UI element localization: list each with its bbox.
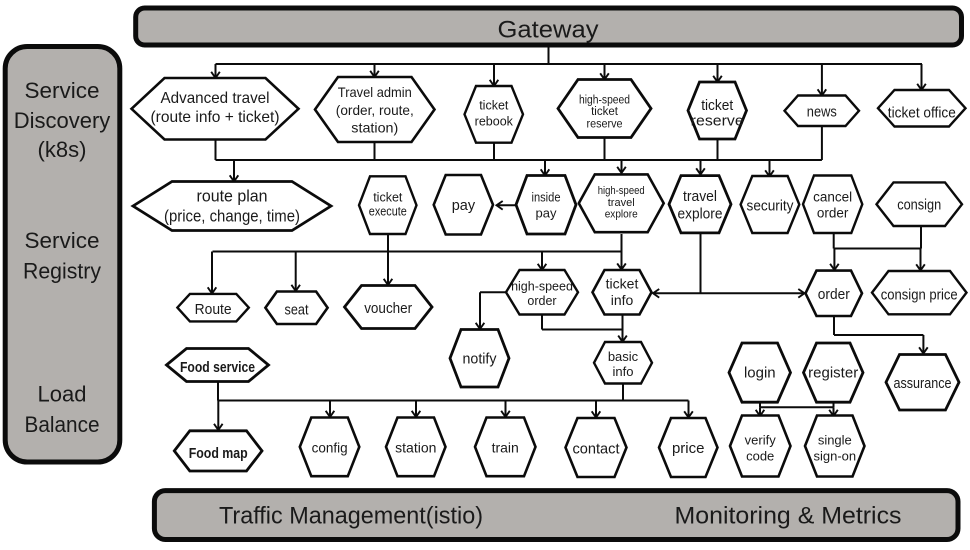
svg-text:ticket: ticket	[591, 106, 619, 118]
svg-text:reserve: reserve	[587, 119, 623, 131]
svg-text:Monitoring & Metrics: Monitoring & Metrics	[675, 503, 902, 530]
svg-text:execute: execute	[369, 205, 407, 219]
svg-text:Service: Service	[25, 228, 100, 253]
svg-text:travel: travel	[683, 188, 717, 205]
svg-text:train: train	[492, 439, 519, 455]
svg-text:single: single	[818, 433, 852, 448]
svg-text:Registry: Registry	[23, 259, 101, 284]
svg-text:Food map: Food map	[189, 446, 248, 462]
svg-text:security: security	[747, 197, 794, 214]
svg-text:login: login	[744, 364, 776, 381]
svg-text:Balance: Balance	[25, 412, 100, 437]
svg-text:Service: Service	[25, 78, 100, 103]
svg-text:basic: basic	[608, 349, 639, 364]
svg-text:ticket office: ticket office	[888, 105, 956, 122]
svg-text:news: news	[807, 104, 837, 121]
svg-text:Traffic Management(istio): Traffic Management(istio)	[219, 503, 483, 530]
svg-text:Route: Route	[195, 301, 232, 318]
svg-text:config: config	[312, 439, 348, 455]
svg-text:pay: pay	[452, 198, 476, 214]
svg-text:Load: Load	[38, 381, 87, 406]
svg-text:explore: explore	[678, 206, 723, 223]
svg-text:station: station	[395, 439, 436, 455]
svg-text:ticket: ticket	[701, 97, 734, 114]
svg-text:info: info	[611, 292, 634, 308]
svg-text:route plan: route plan	[197, 187, 268, 206]
svg-text:price: price	[672, 440, 705, 457]
svg-text:high-speed: high-speed	[598, 185, 645, 197]
svg-text:info: info	[613, 364, 634, 379]
svg-text:rebook: rebook	[475, 114, 514, 128]
svg-text:order: order	[818, 286, 850, 303]
svg-text:(price, change, time): (price, change, time)	[164, 207, 300, 226]
svg-text:contact: contact	[573, 440, 621, 457]
svg-text:register: register	[808, 364, 858, 381]
svg-text:high-speed: high-speed	[511, 279, 573, 293]
svg-text:ticket: ticket	[606, 276, 639, 292]
svg-text:notify: notify	[463, 351, 497, 368]
svg-text:cancel: cancel	[813, 190, 852, 205]
svg-text:Gateway: Gateway	[498, 17, 600, 44]
svg-text:Advanced travel: Advanced travel	[161, 90, 270, 107]
svg-text:Discovery: Discovery	[14, 108, 111, 133]
svg-text:station): station)	[351, 119, 398, 135]
svg-text:(k8s): (k8s)	[38, 137, 87, 162]
svg-text:consign: consign	[897, 197, 941, 214]
svg-text:assurance: assurance	[894, 375, 952, 392]
svg-text:inside: inside	[532, 190, 561, 205]
svg-text:ticket: ticket	[479, 99, 509, 113]
svg-text:(order, route,: (order, route,	[336, 102, 414, 118]
svg-text:verify: verify	[745, 433, 777, 448]
svg-text:order: order	[817, 206, 849, 221]
svg-text:code: code	[746, 449, 774, 464]
svg-text:pay: pay	[536, 206, 557, 221]
svg-text:consign price: consign price	[881, 287, 958, 304]
svg-text:voucher: voucher	[364, 300, 412, 317]
svg-text:order: order	[527, 294, 556, 308]
svg-text:Travel admin: Travel admin	[338, 84, 412, 100]
svg-text:seat: seat	[285, 301, 310, 318]
svg-text:Food service: Food service	[180, 360, 255, 376]
svg-text:sign-on: sign-on	[813, 449, 856, 464]
svg-text:reserve: reserve	[691, 113, 744, 130]
svg-text:high-speed: high-speed	[579, 95, 630, 107]
svg-text:ticket: ticket	[373, 191, 403, 205]
svg-text:(route info + ticket): (route info + ticket)	[151, 109, 280, 126]
svg-text:explore: explore	[605, 209, 638, 221]
svg-text:travel: travel	[608, 197, 635, 209]
